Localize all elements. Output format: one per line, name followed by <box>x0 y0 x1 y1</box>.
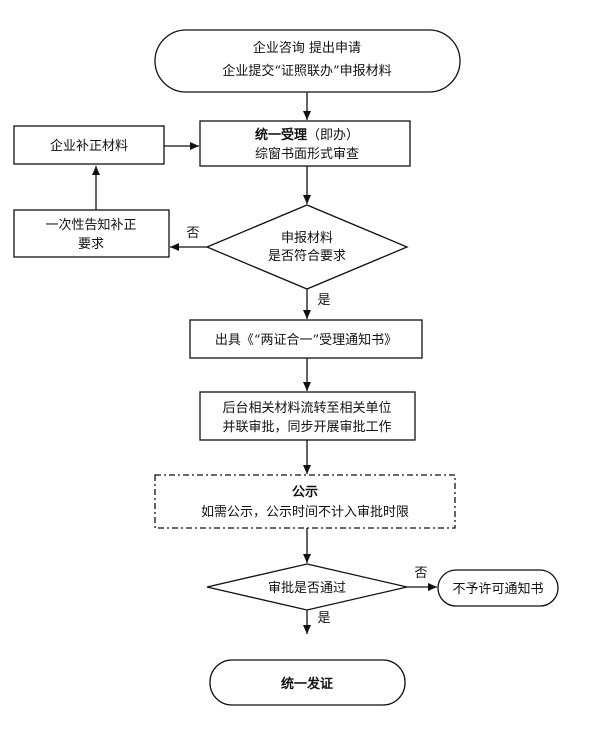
check-yes-label: 是 <box>317 293 330 308</box>
check-line-1: 申报材料 <box>281 231 333 246</box>
notify-once-box: 一次性告知补正 要求 <box>13 209 170 258</box>
final-label: 统一发证 <box>281 676 333 692</box>
check-materials-diamond: 申报材料 是否符合要求 <box>205 204 409 290</box>
publicity-box: 公示 如需公示，公示时间不计入审批时限 <box>154 474 456 529</box>
accept-bold: 统一受理 <box>255 127 307 143</box>
supplement-box: 企业补正材料 <box>13 125 165 165</box>
accept-line-2: 综窗书面形式审查 <box>255 146 359 162</box>
check-no-label: 否 <box>186 226 199 241</box>
accept-line-1: 统一受理（即办） <box>255 127 359 143</box>
backend-box: 后台相关材料流转至相关单位 并联审批，同步开展审批工作 <box>199 391 416 441</box>
approval-label: 审批是否通过 <box>268 581 346 596</box>
supplement-label: 企业补正材料 <box>50 138 128 154</box>
check-line-2: 是否符合要求 <box>268 248 346 264</box>
backend-line-2: 并联审批，同步开展审批工作 <box>222 420 391 435</box>
start-line-1: 企业咨询 提出申请 <box>253 40 361 56</box>
final-terminator: 统一发证 <box>209 659 406 706</box>
start-line-2: 企业提交“证照联办”申报材料 <box>222 63 391 79</box>
start-terminator: 企业咨询 提出申请 企业提交“证照联办”申报材料 <box>154 29 461 93</box>
approval-yes-label: 是 <box>317 611 330 626</box>
accept-box: 统一受理（即办） 综窗书面形式审查 <box>199 120 411 167</box>
approval-diamond: 审批是否通过 <box>206 563 408 611</box>
issue-notice-box: 出具《“两证合一”受理通知书》 <box>189 319 423 359</box>
issue-notice-label: 出具《“两证合一”受理通知书》 <box>215 332 397 348</box>
backend-line-1: 后台相关材料流转至相关单位 <box>222 401 391 416</box>
approval-no-label: 否 <box>414 566 427 581</box>
reject-label: 不予许可通知书 <box>452 581 543 597</box>
accept-suffix: （即办） <box>307 128 359 143</box>
reject-terminator: 不予许可通知书 <box>437 569 559 607</box>
publicity-line-2: 如需公示，公示时间不计入审批时限 <box>201 504 409 520</box>
notify-line-2: 要求 <box>78 237 104 252</box>
notify-line-1: 一次性告知补正 <box>45 217 136 233</box>
publicity-title: 公示 <box>292 485 318 500</box>
